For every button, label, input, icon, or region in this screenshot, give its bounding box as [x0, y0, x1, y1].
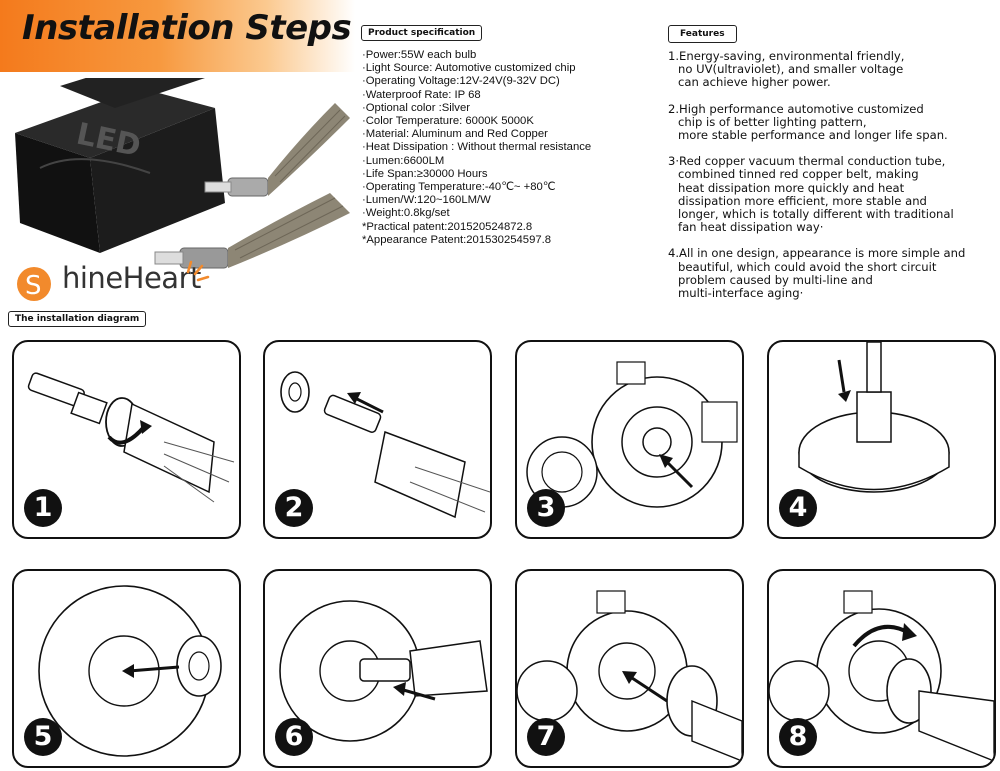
features-tag: Features	[668, 25, 737, 43]
spec-line: ·Operating Voltage:12V-24V(9-32V DC)	[362, 75, 560, 88]
step-3-panel: 3	[515, 340, 744, 539]
step-number: 3	[527, 489, 565, 527]
step-4-panel: 4	[767, 340, 996, 539]
spec-line: ·Optional color :Silver	[362, 101, 470, 114]
feature-item: 2.High performance automotive customized…	[668, 101, 998, 143]
feature-line: 1.Energy-saving, environmental friendly,	[668, 49, 905, 63]
step-3-illustration	[526, 361, 738, 508]
product-box-image: LED	[15, 78, 350, 269]
spec-line: ·Life Span:≥30000 Hours	[362, 167, 488, 180]
feature-line: problem caused by multi-line and	[678, 272, 873, 287]
spec-line: ·Lumen/W:120~160LM/W	[362, 194, 491, 207]
feature-line: beautiful, which could avoid the short c…	[678, 259, 937, 274]
feature-line: 3·Red copper vacuum thermal conduction t…	[668, 154, 946, 169]
spec-line: ·Material: Aluminum and Red Copper	[362, 128, 548, 141]
page-title: Installation Steps	[22, 8, 352, 48]
feature-line: heat dissipation more quickly and heat	[678, 180, 905, 195]
feature-item: 3·Red copper vacuum thermal conduction t…	[668, 155, 998, 234]
step-2-panel: 2	[263, 340, 492, 539]
step-2-illustration	[280, 371, 490, 519]
feature-item: 4.All in one design, appearance is more …	[668, 247, 998, 300]
svg-text:S: S	[25, 271, 42, 301]
spec-list: ·Power:55W each bulb·Light Source: Autom…	[362, 49, 591, 247]
features-list: 1.Energy-saving, environmental friendly,…	[668, 49, 998, 313]
step-number: 1	[24, 489, 62, 527]
step-1-illustration	[27, 372, 235, 503]
step-7-panel: 7	[515, 569, 744, 768]
step-7-illustration	[517, 590, 742, 762]
feature-line: longer, which is totally different with …	[678, 207, 954, 222]
spec-line: ·Light Source: Automotive customized chi…	[362, 62, 576, 75]
feature-line: 4.All in one design, appearance is more …	[668, 246, 966, 261]
feature-line: dissipation more efficient, more stable …	[678, 193, 927, 208]
step-number: 8	[779, 718, 817, 756]
header-banner: Installation Steps	[0, 0, 355, 72]
step-1-panel: 1	[12, 340, 241, 539]
step-number: 2	[275, 489, 313, 527]
spec-line: *Practical patent:201520524872.8	[362, 220, 533, 233]
step-5-panel: 5	[12, 569, 241, 768]
diagram-tag: The installation diagram	[8, 311, 147, 327]
feature-line: chip is of better lighting pattern,	[678, 114, 867, 129]
feature-line: fan heat dissipation way·	[678, 220, 824, 235]
spec-tag: Product specification	[361, 25, 483, 41]
feature-line: more stable performance and longer life …	[678, 128, 948, 143]
step-number: 4	[779, 489, 817, 527]
spec-line: ·Power:55W each bulb	[362, 49, 477, 61]
logo-sun-icon: S	[17, 267, 51, 301]
brand-name: hineHeart	[62, 261, 201, 295]
feature-line: can achieve higher power.	[678, 75, 831, 90]
feature-line: no UV(ultraviolet), and smaller voltage	[678, 62, 904, 77]
step-6-panel: 6	[263, 569, 492, 768]
feature-item: 1.Energy-saving, environmental friendly,…	[668, 49, 998, 90]
step-8-illustration	[769, 590, 994, 762]
feature-line: 2.High performance automotive customized	[668, 101, 924, 116]
spec-line: ·Operating Temperature:-40℃~ +80℃	[362, 181, 556, 194]
step-8-panel: 8	[767, 569, 996, 768]
spec-line: ·Weight:0.8kg/set	[362, 207, 450, 220]
brand-logo: S hineHeart	[12, 258, 212, 304]
spec-line: ·Waterproof Rate: IP 68	[362, 88, 481, 101]
step-4-illustration	[798, 342, 950, 493]
step-5-illustration	[38, 585, 222, 757]
step-number: 7	[527, 718, 565, 756]
feature-line: multi-interface aging·	[678, 286, 804, 301]
spec-line: ·Lumen:6600LM	[362, 154, 445, 167]
spec-line: ·Heat Dissipation : Without thermal resi…	[362, 141, 592, 154]
feature-line: combined tinned red copper belt, making	[678, 167, 919, 182]
spec-line: ·Color Temperature: 6000K 5000K	[362, 115, 534, 128]
step-6-illustration	[279, 600, 488, 742]
step-number: 6	[275, 718, 313, 756]
logo-rays-icon	[186, 260, 210, 282]
spec-line: *Appearance Patent:201530254597.8	[362, 233, 552, 246]
step-number: 5	[24, 718, 62, 756]
